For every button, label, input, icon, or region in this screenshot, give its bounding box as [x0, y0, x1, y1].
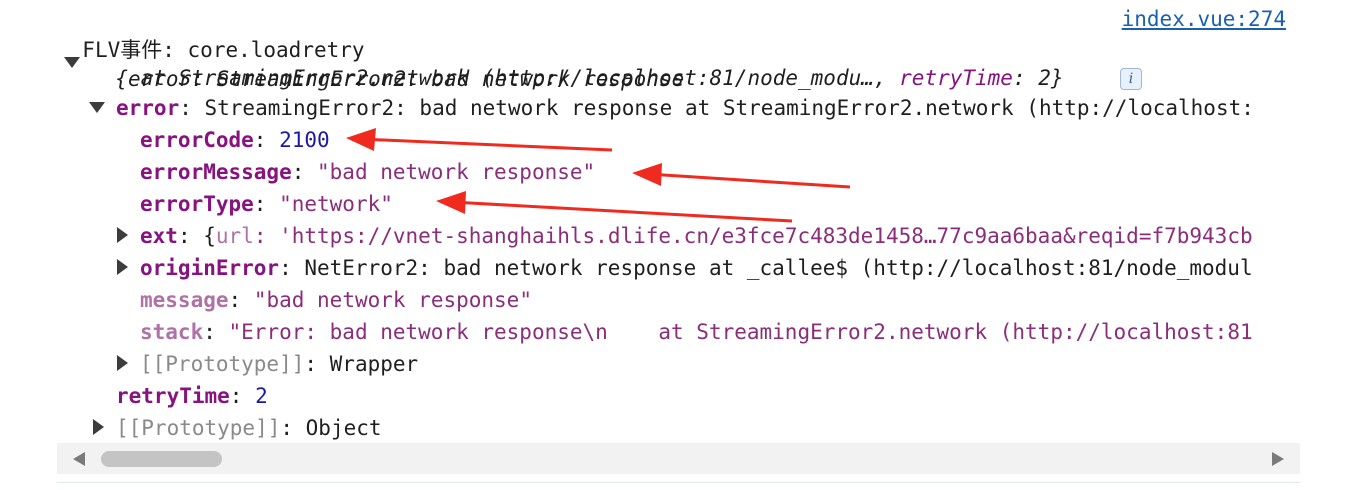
expand-summary-toggle-icon[interactable]: [64, 57, 80, 68]
error-property[interactable]: error: StreamingError2: bad network resp…: [116, 96, 1254, 120]
outer-prototype-property[interactable]: [[Prototype]]: Object: [116, 416, 382, 440]
info-icon[interactable]: i: [1120, 68, 1142, 90]
expand-outer-prototype-toggle-icon[interactable]: [93, 419, 104, 435]
annotation-arrow-errorType: [436, 191, 793, 223]
summary-line-2: at StreamingError2.network (http://local…: [90, 66, 1064, 90]
source-link[interactable]: index.vue:274: [1121, 7, 1286, 31]
expand-inner-prototype-toggle-icon[interactable]: [117, 355, 128, 371]
log-event: core.loadretry: [187, 38, 365, 62]
scrollbar-thumb[interactable]: [101, 451, 222, 467]
summary-line-1: {error: StreamingError2: bad network res…: [115, 67, 685, 91]
expand-error-toggle-icon[interactable]: [89, 102, 105, 113]
errorType-property: errorType: "network": [140, 192, 393, 216]
errorMessage-property: errorMessage: "bad network response": [140, 160, 596, 184]
originError-property[interactable]: originError: NetError2: bad network resp…: [140, 256, 1253, 280]
annotation-arrow-errorMessage: [632, 163, 851, 189]
retryTime-property: retryTime: 2: [116, 384, 268, 408]
inner-prototype-property[interactable]: [[Prototype]]: Wrapper: [140, 352, 419, 376]
message-property: message: "bad network response": [140, 288, 532, 312]
scroll-right-arrow-icon[interactable]: [1272, 452, 1284, 466]
annotation-arrow-errorCode: [346, 128, 613, 152]
scroll-left-arrow-icon[interactable]: [73, 452, 85, 466]
stack-property: stack: "Error: bad network response\n at…: [140, 320, 1253, 344]
log-prefix: FLV事件:: [82, 38, 175, 62]
errorCode-property: errorCode: 2100: [140, 128, 330, 152]
console-log-header: FLV事件: core.loadretry: [57, 5, 364, 62]
divider: [57, 482, 1300, 483]
expand-ext-toggle-icon[interactable]: [117, 227, 128, 243]
horizontal-scrollbar[interactable]: [57, 443, 1300, 474]
ext-property[interactable]: ext: {url: 'https://vnet-shanghaihls.dli…: [140, 224, 1253, 248]
expand-originError-toggle-icon[interactable]: [117, 259, 128, 275]
